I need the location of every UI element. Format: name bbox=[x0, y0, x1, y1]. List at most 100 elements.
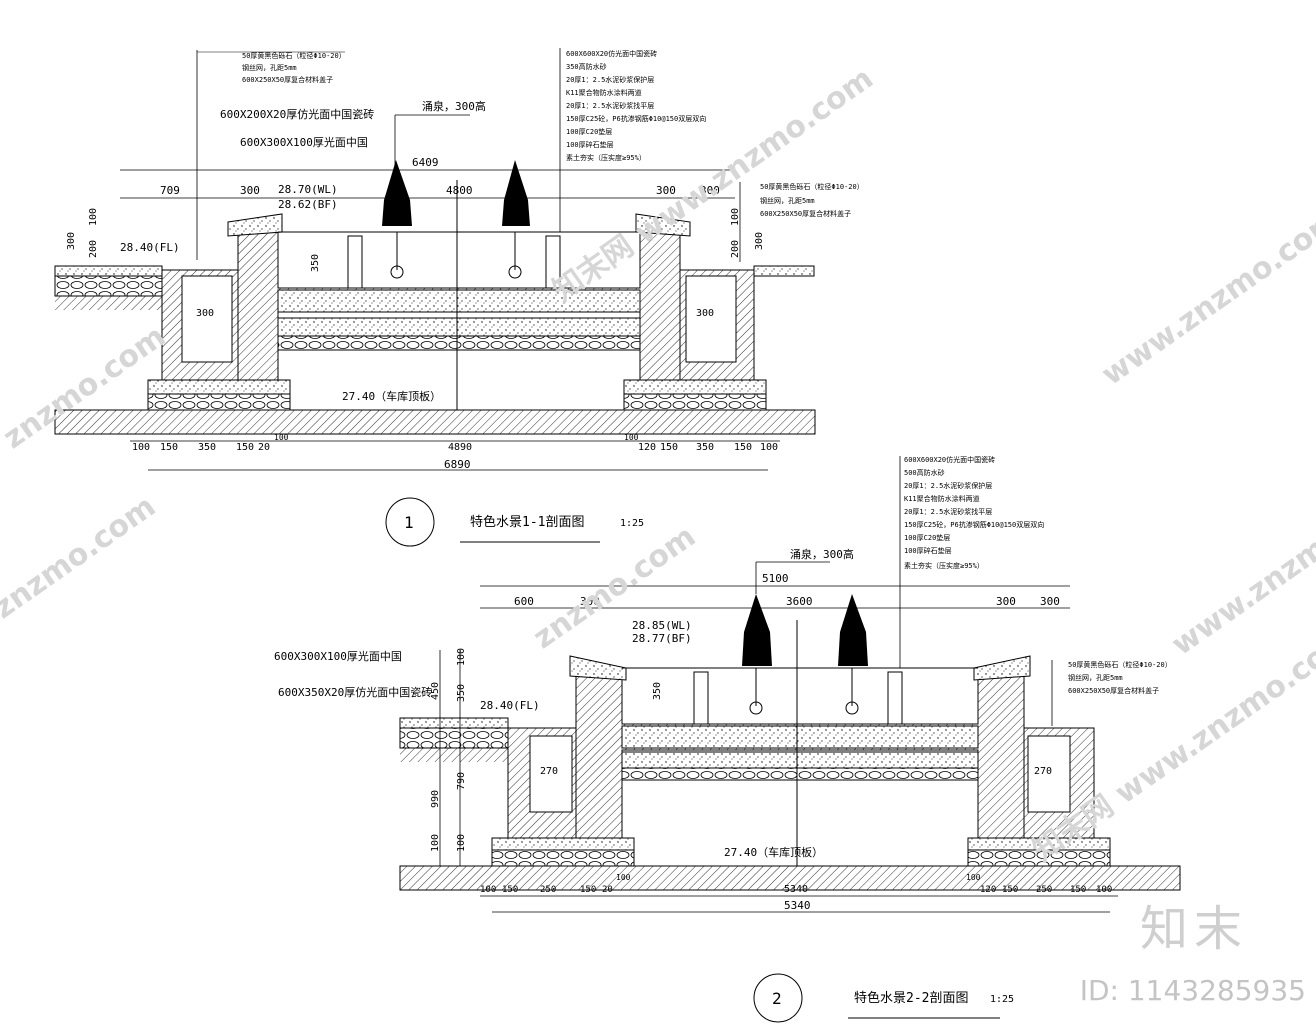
dim-top-2-5: 300 bbox=[1040, 595, 1060, 608]
dim-bot-1-5: 100 bbox=[274, 433, 289, 442]
water-level-1: 28.70(WL) bbox=[278, 183, 338, 196]
vdim-1-2: 100 bbox=[88, 208, 99, 226]
left-coping bbox=[227, 213, 283, 237]
right-note-1-c: 600X250X50厚复合材料盖子 bbox=[760, 209, 851, 218]
dim-bot-1-0: 100 bbox=[132, 442, 150, 453]
dim-top-1-5: 300 bbox=[700, 184, 720, 197]
layer-note-2-1: 500高防水砂 bbox=[904, 468, 945, 477]
dim-top-2-0: 5100 bbox=[762, 572, 789, 585]
section-2 bbox=[399, 456, 1181, 1023]
dim-top-2-3: 3600 bbox=[786, 595, 813, 608]
brand-logo: 知末 bbox=[1139, 901, 1248, 957]
layer-note-1-8: 素土夯实（压实度≥95%） bbox=[566, 153, 646, 162]
layer-note-1-1: 350高防水砂 bbox=[566, 62, 607, 71]
section-1-marker bbox=[385, 497, 435, 547]
garage-roof-slab-2 bbox=[399, 865, 1181, 891]
wall-note-1-a: 600X200X20厚仿光面中国瓷砖 bbox=[220, 107, 374, 121]
dim-bot-1-3: 150 bbox=[236, 442, 254, 453]
section-2-scale: 1:25 bbox=[990, 994, 1014, 1005]
wall-note-2-a: 600X300X100厚光面中国 bbox=[274, 649, 402, 663]
dim-bot-2-9: 150 bbox=[1002, 885, 1018, 895]
dim-bot-2-0: 100 bbox=[480, 885, 496, 895]
left-note-1-c: 600X250X50厚复合材料盖子 bbox=[242, 75, 333, 84]
layer-note-2-7: 100厚碎石垫层 bbox=[904, 546, 952, 555]
layer-note-1-5: 150厚C25砼，P6抗渗钢筋Φ10@150双层双向 bbox=[566, 114, 706, 123]
vdim-1-7: 100 bbox=[730, 208, 741, 226]
layer-note-1-0: 600X600X20仿光面中国瓷砖 bbox=[566, 49, 657, 58]
dim-bot-1-6: 4890 bbox=[448, 442, 472, 453]
dim-bot-2-4: 20 bbox=[602, 885, 613, 895]
vdim-2-5: 100 bbox=[456, 834, 467, 852]
pool-basin-2 bbox=[575, 667, 1025, 839]
fountain-jet-2-2 bbox=[838, 594, 868, 666]
base-level-1: 27.40（车库顶板） bbox=[342, 389, 441, 403]
layer-note-1-2: 20厚1：2.5水泥砂浆保护层 bbox=[566, 75, 654, 84]
layer-note-2-3: K11聚合物防水涂料两道 bbox=[904, 494, 980, 503]
vdim-2-1: 450 bbox=[430, 682, 441, 700]
dim-bot-1-8: 120 bbox=[638, 442, 656, 453]
dim-bot-2-11: 150 bbox=[1070, 885, 1086, 895]
section-1-number: 1 bbox=[404, 513, 414, 532]
vdim-1-4: 300 bbox=[196, 308, 214, 319]
right-note-1-b: 钢丝网，孔距5mm bbox=[760, 196, 815, 205]
vdim-1-8: 300 bbox=[754, 232, 765, 250]
fountain-jet-2-1 bbox=[742, 594, 772, 666]
dim-bot-1-12: 100 bbox=[760, 442, 778, 453]
vdim-2-8: 270 bbox=[1034, 766, 1052, 777]
bottom-level-2: 28.77(BF) bbox=[632, 632, 692, 645]
vdim-2-0: 100 bbox=[456, 648, 467, 666]
section-2-number: 2 bbox=[772, 989, 782, 1008]
vdim-2-3: 790 bbox=[456, 772, 467, 790]
section-2-text: 2 特色水景2-2剖面图 1:25 涌泉，300高 28.85(WL) 28.7… bbox=[274, 455, 1172, 1008]
vdim-2-6: 100 bbox=[430, 834, 441, 852]
right-note-2-b: 钢丝网，孔距5mm bbox=[1068, 673, 1123, 682]
water-level-2: 28.85(WL) bbox=[632, 619, 692, 632]
dim-bot-2-7: 100 bbox=[966, 873, 981, 882]
vdim-2-4: 990 bbox=[430, 790, 441, 808]
dim-top-1-3: 4800 bbox=[446, 184, 473, 197]
bottom-level-1: 28.62(BF) bbox=[278, 198, 338, 211]
dim-top-2-2: 300 bbox=[580, 595, 600, 608]
dim-top-1-4: 300 bbox=[656, 184, 676, 197]
dim-bot-2-5: 100 bbox=[616, 873, 631, 882]
dim-bot-1-4: 20 bbox=[258, 442, 270, 453]
layer-note-2-0: 600X600X20仿光面中国瓷砖 bbox=[904, 455, 995, 464]
dim-top-2-1: 600 bbox=[514, 595, 534, 608]
dim-top-1-0: 6409 bbox=[412, 156, 439, 169]
garage-roof-slab bbox=[54, 409, 816, 435]
layer-note-2-2: 20厚1：2.5水泥砂浆保护层 bbox=[904, 481, 992, 490]
section-2-marker bbox=[753, 973, 803, 1023]
dim-top-1-2: 300 bbox=[240, 184, 260, 197]
fountain-jet-2 bbox=[502, 160, 530, 226]
vdim-1-5: 300 bbox=[696, 308, 714, 319]
section-1-scale: 1:25 bbox=[620, 518, 644, 529]
fountain-jet-1 bbox=[382, 160, 412, 226]
layer-note-2-5: 150厚C25砼，P6抗渗钢筋Φ10@150双层双向 bbox=[904, 520, 1044, 529]
section-1-title: 特色水景1-1剖面图 bbox=[470, 514, 584, 530]
layer-note-1-3: K11聚合物防水涂料两道 bbox=[566, 88, 642, 97]
layer-note-1-7: 100厚碎石垫层 bbox=[566, 140, 614, 149]
dim-bot-2-8: 120 bbox=[980, 885, 996, 895]
left-note-1-a: 50厚黄黑色砾石（粒径Φ10-20） bbox=[242, 51, 346, 60]
floor-level-1: 28.40(FL) bbox=[120, 241, 180, 254]
left-coping-2 bbox=[569, 655, 627, 681]
dim-bot-1-7: 100 bbox=[624, 433, 639, 442]
dim-bot-2-12: 100 bbox=[1096, 885, 1112, 895]
dim-total-1: 6890 bbox=[444, 458, 471, 471]
dim-bot-2-10: 250 bbox=[1036, 885, 1052, 895]
wall-note-2-b: 600X350X20厚仿光面中国瓷砖 bbox=[278, 685, 432, 699]
dim-bot-2-1: 150 bbox=[502, 885, 518, 895]
dim-bot-1-10: 350 bbox=[696, 442, 714, 453]
vdim-1-1: 200 bbox=[88, 240, 99, 258]
dim-bot-2-3: 150 bbox=[580, 885, 596, 895]
right-note-2-a: 50厚黄黑色砾石（粒径Φ10-20） bbox=[1068, 660, 1172, 669]
section-1 bbox=[54, 48, 816, 547]
wall-note-1-b: 600X300X100厚光面中国 bbox=[240, 135, 368, 149]
dim-bot-1-11: 150 bbox=[734, 442, 752, 453]
id-label: ID: 1143285935 bbox=[1079, 974, 1306, 1007]
dim-total-2: 5340 bbox=[784, 899, 811, 912]
vdim-2-2: 350 bbox=[456, 684, 467, 702]
right-note-2-c: 600X250X50厚复合材料盖子 bbox=[1068, 686, 1159, 695]
